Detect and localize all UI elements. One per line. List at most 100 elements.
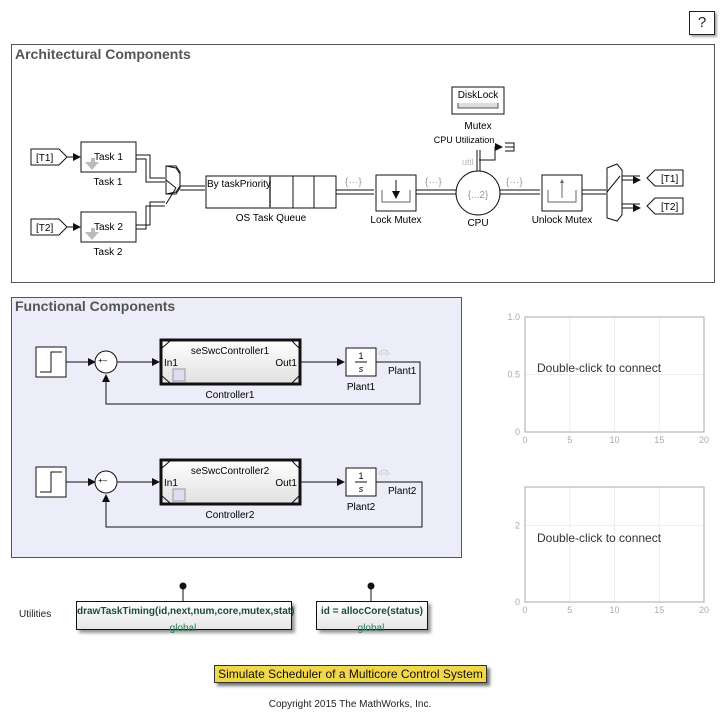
plant2-block[interactable]: 1 s Plant2 xyxy=(345,467,377,513)
function-scope: global xyxy=(169,623,197,634)
bus-tag: {···} xyxy=(506,177,523,188)
y-tick-label: 1.0 xyxy=(507,312,520,322)
svg-text:1: 1 xyxy=(358,351,363,361)
entity-merge-block[interactable] xyxy=(165,165,181,205)
svg-text:Mutex: Mutex xyxy=(464,121,491,132)
cpu-block[interactable]: {...2} CPU util xyxy=(455,157,501,229)
scope-message: Double-click to connect xyxy=(537,361,662,375)
plant1-block[interactable]: 1 s Plant1 xyxy=(345,347,377,393)
x-tick-label: 5 xyxy=(567,605,572,615)
entity-connections xyxy=(136,154,165,230)
svg-text:[T2]: [T2] xyxy=(36,223,53,234)
copyright-text: Copyright 2015 The MathWorks, Inc. xyxy=(268,699,432,710)
svg-text:Task 2: Task 2 xyxy=(94,247,123,258)
y-tick-label: 0.5 xyxy=(507,370,520,380)
svg-text:s: s xyxy=(359,364,364,374)
svg-text:Out1: Out1 xyxy=(275,358,297,369)
function-signature: drawTaskTiming(id,next,num,core,mutex,st… xyxy=(77,606,295,617)
y-tick-label: 0 xyxy=(515,427,520,437)
os-task-queue-block[interactable]: By taskPriority OS Task Queue xyxy=(205,175,337,224)
mutex-block[interactable]: DiskLock Mutex xyxy=(451,86,505,132)
model-title-banner[interactable]: Simulate Scheduler of a Multicore Contro… xyxy=(214,665,487,683)
x-tick-label: 0 xyxy=(522,435,527,445)
help-button[interactable]: ? xyxy=(689,11,715,35)
architectural-title: Architectural Components xyxy=(15,46,191,62)
sum-block[interactable]: +– xyxy=(94,350,118,374)
model-reference-icon xyxy=(172,368,186,382)
svg-text:Task 1: Task 1 xyxy=(94,152,123,163)
svg-text:[T2]: [T2] xyxy=(661,202,678,213)
scope-message: Double-click to connect xyxy=(537,531,662,545)
signal-label: Plant2 xyxy=(388,486,417,497)
control-loop-2: +– seSwcController2 In1 Out1 Controller2… xyxy=(35,458,423,528)
draw-task-timing-function[interactable]: drawTaskTiming(id,next,num,core,mutex,st… xyxy=(76,601,295,630)
svg-text:In1: In1 xyxy=(164,358,178,369)
y-tick-label: 2 xyxy=(515,520,520,530)
svg-text:[T1]: [T1] xyxy=(36,153,53,164)
y-tick-label: 0 xyxy=(515,597,520,607)
from-tag-t2[interactable]: [T2] xyxy=(30,218,68,236)
signal-logging-icon xyxy=(378,349,390,357)
svg-text:util: util xyxy=(462,157,474,167)
cpu-util-line xyxy=(476,143,503,171)
svg-text:Unlock Mutex: Unlock Mutex xyxy=(532,215,593,226)
svg-text:Plant1: Plant1 xyxy=(347,382,376,393)
lock-mutex-block[interactable]: Lock Mutex xyxy=(370,174,422,226)
step-block[interactable] xyxy=(35,466,67,498)
from-tag-t1[interactable]: [T1] xyxy=(30,148,68,166)
svg-text:seSwcController1: seSwcController1 xyxy=(191,346,270,357)
x-tick-label: 15 xyxy=(654,435,664,445)
goto-tag-t1[interactable]: [T1] xyxy=(646,169,684,187)
x-tick-label: 0 xyxy=(522,605,527,615)
svg-text:1: 1 xyxy=(358,471,363,481)
unlock-mutex-block[interactable]: Unlock Mutex xyxy=(532,174,593,226)
model-reference-icon xyxy=(172,488,186,502)
svg-text:By taskPriority: By taskPriority xyxy=(207,179,271,190)
utility-connectors xyxy=(179,582,375,601)
entity-switch-block[interactable] xyxy=(606,163,623,222)
svg-text:Task 2: Task 2 xyxy=(94,222,123,233)
x-tick-label: 15 xyxy=(654,605,664,615)
step-block[interactable] xyxy=(35,346,67,378)
svg-text:Controller2: Controller2 xyxy=(206,510,255,521)
svg-text:+–: +– xyxy=(98,476,108,485)
function-signature: id = allocCore(status) xyxy=(321,606,423,617)
svg-text:+–: +– xyxy=(98,356,108,365)
svg-text:Lock Mutex: Lock Mutex xyxy=(370,215,421,226)
svg-text:Plant2: Plant2 xyxy=(347,502,376,513)
x-tick-label: 10 xyxy=(609,435,619,445)
svg-text:Controller1: Controller1 xyxy=(206,390,255,401)
sum-block[interactable]: +– xyxy=(94,470,118,494)
cpu-utilization-label: CPU Utilization xyxy=(434,135,495,145)
utilities-label: Utilities xyxy=(19,609,52,620)
svg-text:DiskLock: DiskLock xyxy=(458,90,500,101)
entity-generator-icon xyxy=(85,158,99,170)
functional-diagram: +– seSwcController1 In1 Out1 Controller1… xyxy=(35,338,423,528)
svg-text:seSwcController2: seSwcController2 xyxy=(191,466,270,477)
signal-label: Plant1 xyxy=(388,366,417,377)
x-tick-label: 20 xyxy=(699,605,709,615)
entity-generator-icon xyxy=(85,228,99,240)
svg-text:Out1: Out1 xyxy=(275,478,297,489)
svg-text:[T1]: [T1] xyxy=(661,174,678,185)
svg-text:OS Task Queue: OS Task Queue xyxy=(236,213,307,224)
task2-block[interactable]: Task 2 Task 2 xyxy=(80,211,137,258)
svg-text:In1: In1 xyxy=(164,478,178,489)
controller2-block[interactable]: seSwcController2 In1 Out1 Controller2 xyxy=(159,458,302,521)
control-loop-1: +– seSwcController1 In1 Out1 Controller1… xyxy=(35,338,421,405)
alloc-core-function[interactable]: id = allocCore(status) xyxy=(316,601,428,630)
task1-block[interactable]: Task 1 Task 1 xyxy=(80,141,137,188)
functional-title: Functional Components xyxy=(15,298,176,314)
svg-text:s: s xyxy=(359,484,364,494)
bus-tag: {···} xyxy=(345,177,362,188)
controller1-block[interactable]: seSwcController1 In1 Out1 Controller1 xyxy=(159,338,302,401)
svg-text:{...2}: {...2} xyxy=(468,190,489,201)
terminator-icon xyxy=(505,142,515,152)
goto-tag-t2[interactable]: [T2] xyxy=(646,197,684,215)
x-tick-label: 5 xyxy=(567,435,572,445)
svg-text:Task 1: Task 1 xyxy=(94,177,123,188)
x-tick-label: 10 xyxy=(609,605,619,615)
